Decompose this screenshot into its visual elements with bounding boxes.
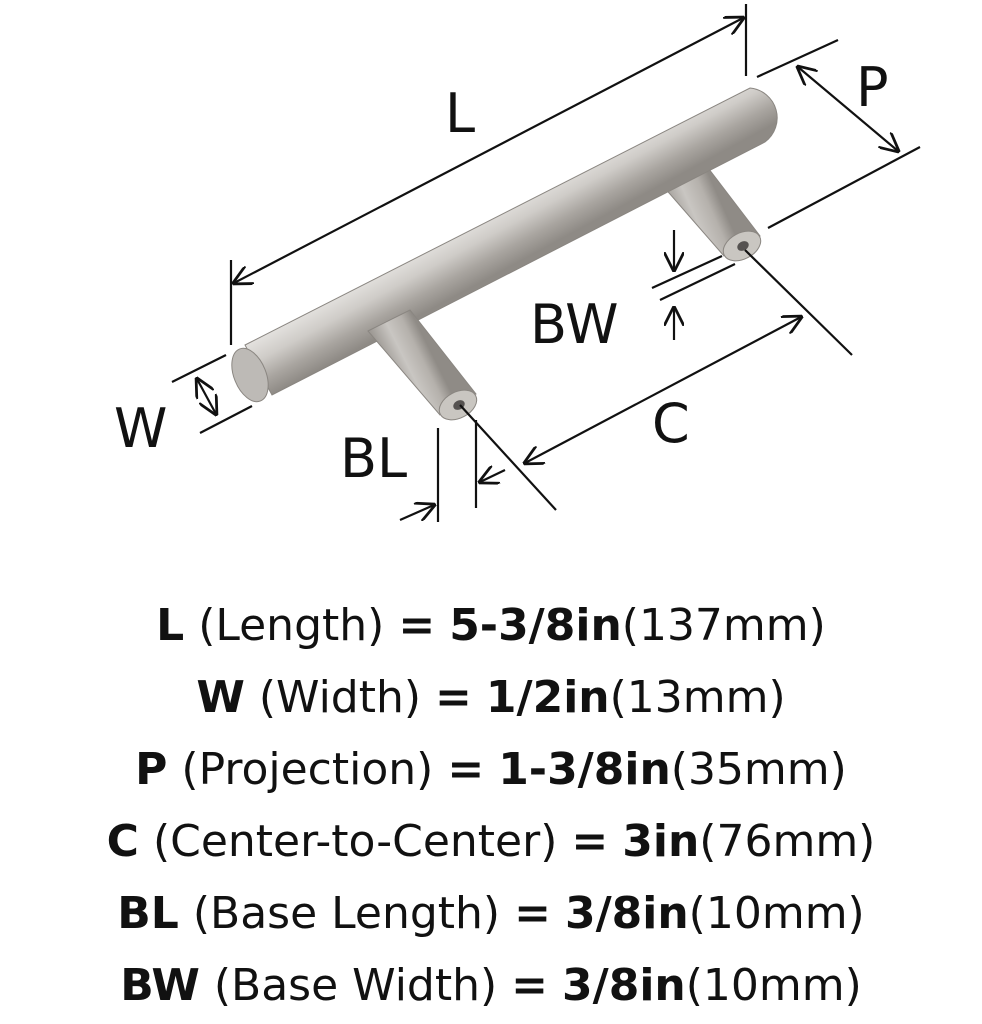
spec-imperial: 5-3/8in	[449, 600, 622, 651]
label-w: W	[114, 397, 167, 460]
spec-projection: P (Projection) = 1-3/8in(35mm)	[0, 734, 982, 806]
spec-equals: =	[435, 672, 472, 723]
spec-base-length: BL (Base Length) = 3/8in(10mm)	[0, 878, 982, 950]
spec-equals: =	[571, 816, 609, 867]
dimension-lines	[171, 4, 921, 522]
spec-key: W	[196, 672, 245, 723]
spec-key: BW	[120, 960, 200, 1011]
bw-extension-bottom	[659, 263, 736, 301]
front-post	[367, 309, 477, 416]
spec-key: L	[156, 600, 185, 651]
spec-equals: =	[447, 744, 485, 795]
dimension-specifications: L (Length) = 5-3/8in(137mm) W (Width) = …	[0, 590, 982, 1022]
spec-metric: (10mm)	[685, 960, 862, 1011]
w-dimension-line	[197, 379, 216, 414]
p-extension-bottom	[767, 146, 921, 229]
handle-dimension-diagram: L P BW W C BL	[114, 4, 921, 522]
label-bl: BL	[340, 427, 407, 490]
spec-key: BL	[117, 888, 179, 939]
label-l: L	[445, 82, 475, 145]
label-c: C	[652, 392, 690, 455]
spec-center-to-center: C (Center-to-Center) = 3in(76mm)	[0, 806, 982, 878]
spec-imperial: 3in	[622, 816, 700, 867]
spec-metric: (13mm)	[609, 672, 786, 723]
spec-width: W (Width) = 1/2in(13mm)	[0, 662, 982, 734]
spec-name: (Width)	[258, 672, 422, 723]
w-extension-top	[171, 354, 227, 383]
bar-pull-handle	[231, 87, 778, 421]
spec-name: (Length)	[198, 600, 385, 651]
bl-arrow-right	[480, 470, 506, 482]
l-dimension-line	[234, 18, 743, 283]
spec-key: P	[135, 744, 168, 795]
c-extension-left	[459, 404, 557, 511]
spec-metric: (10mm)	[688, 888, 865, 939]
label-p: P	[856, 56, 889, 119]
spec-metric: (76mm)	[699, 816, 876, 867]
spec-name: (Center-to-Center)	[152, 816, 558, 867]
spec-imperial: 3/8in	[564, 888, 689, 939]
spec-equals: =	[514, 888, 551, 939]
spec-imperial: 1-3/8in	[498, 744, 671, 795]
w-extension-bottom	[199, 405, 253, 434]
handle-bar	[244, 87, 778, 396]
c-extension-right	[744, 249, 853, 356]
spec-imperial: 1/2in	[485, 672, 610, 723]
spec-key: C	[106, 816, 139, 867]
spec-metric: (35mm)	[670, 744, 847, 795]
spec-base-width: BW (Base Width) = 3/8in(10mm)	[0, 950, 982, 1022]
spec-imperial: 3/8in	[562, 960, 686, 1011]
spec-metric: (137mm)	[621, 600, 826, 651]
spec-length: L (Length) = 5-3/8in(137mm)	[0, 590, 982, 662]
p-dimension-line	[798, 67, 898, 151]
spec-name: (Projection)	[181, 744, 434, 795]
bw-extension-top	[651, 254, 723, 290]
spec-name: (Base Width)	[213, 960, 498, 1011]
spec-equals: =	[511, 960, 549, 1011]
bl-arrow-left	[399, 505, 434, 520]
spec-name: (Base Length)	[192, 888, 501, 939]
label-bw: BW	[530, 293, 619, 356]
bar-end-cap	[231, 347, 269, 403]
p-extension-top	[756, 38, 839, 79]
spec-equals: =	[398, 600, 436, 651]
c-dimension-line	[525, 317, 801, 463]
